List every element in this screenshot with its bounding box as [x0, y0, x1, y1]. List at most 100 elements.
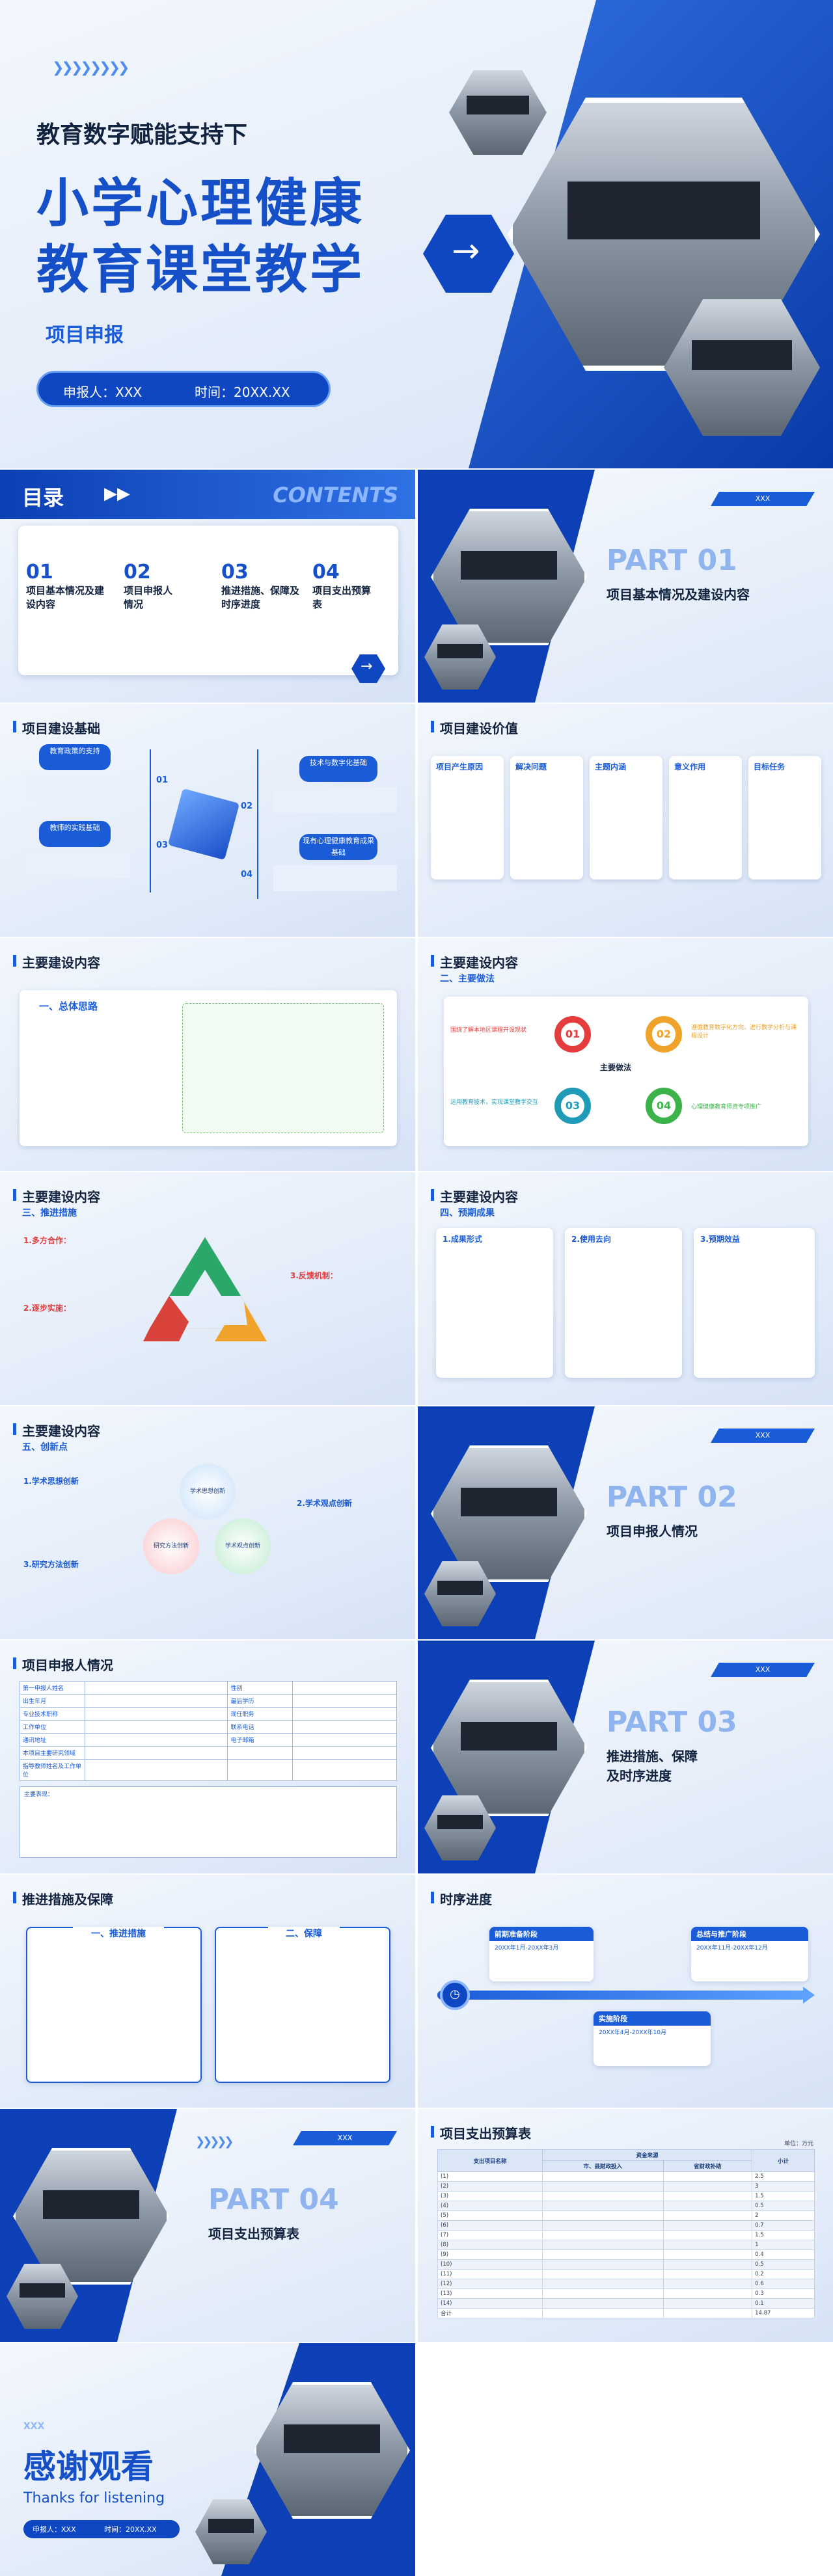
table-row: (5) 2: [437, 2210, 815, 2221]
table-cell: [84, 1759, 228, 1781]
cycle-arrow-orange: [215, 1302, 267, 1341]
table-cell: 工作单位: [20, 1720, 85, 1734]
phase-card: 前期准备阶段 20XX年1月-20XX年3月: [489, 1927, 594, 1981]
cover-photo-students: [664, 299, 820, 436]
table-cell: [662, 2191, 753, 2201]
value-card: 目标任务: [748, 756, 821, 879]
basis-pill: 现有心理健康教育成果基础: [299, 834, 377, 860]
measures-slide[interactable]: 推进措施及保障 一、推进措施 二、保障: [0, 1875, 415, 2108]
table-row: 本项目主要研究领域: [20, 1746, 397, 1760]
content5-slide[interactable]: 主要建设内容 五、创新点 1.学术思想创新 3.研究方法创新 2.学术观点创新 …: [0, 1406, 415, 1639]
table-cell: [662, 2269, 753, 2279]
part-num: 04: [299, 2183, 339, 2216]
value-col-title: 主题内涵: [595, 762, 627, 771]
content3-slide[interactable]: 主要建设内容 三、推进措施 1.多方合作： 2.逐步实施： 3.反馈机制：: [0, 1172, 415, 1405]
basis-num: 02: [241, 801, 253, 811]
basis-slide[interactable]: 项目建设基础 教育政策的支持 教师的实践基础 01 03 02 04 技术与数字…: [0, 704, 415, 937]
table-cell: 2: [752, 2210, 815, 2221]
table-cell: [542, 2230, 664, 2240]
basis-text: [26, 852, 130, 878]
ending-subtitle: Thanks for listening: [23, 2490, 165, 2506]
table-cell: (3): [437, 2191, 543, 2201]
cover-time: 时间：20XX.XX: [195, 384, 290, 400]
toc-item[interactable]: 04 项目支出预算表: [312, 561, 403, 611]
content4-slide[interactable]: 主要建设内容 四、预期成果 1.成果形式 2.使用去向 3.预期效益: [418, 1172, 833, 1405]
table-cell: [542, 2279, 664, 2289]
result-card: 3.预期效益: [694, 1228, 815, 1378]
table-cell: [542, 2220, 664, 2231]
timeline-line: [257, 749, 258, 899]
part-num: 03: [697, 1706, 737, 1739]
arrow-right-icon: →: [452, 232, 480, 271]
table-cell: 性别: [227, 1681, 294, 1695]
point-title: 3.研究方法创新: [23, 1560, 79, 1569]
phase-name: 实施阶段: [594, 2011, 711, 2026]
content1-slide[interactable]: 主要建设内容 一、总体思路: [0, 938, 415, 1171]
cover-slide[interactable]: ❯❯❯❯❯❯❯❯ 教育数字赋能支持下 小学心理健康 教育课堂教学 项目申报 申报…: [0, 0, 833, 468]
table-row: 第一申报人姓名性别: [20, 1681, 397, 1695]
table-cell: [84, 1707, 228, 1721]
timeline-slide[interactable]: 时序进度 ◷ 前期准备阶段 20XX年1月-20XX年3月 总结与推广阶段 20…: [418, 1875, 833, 2108]
toc-item[interactable]: 03 推进措施、保障及时序进度: [221, 561, 312, 611]
toc-slide[interactable]: 目录 ▶▶ CONTENTS 01 项目基本情况及建设内容 02 项目申报人情况…: [0, 470, 415, 703]
table-cell: [662, 2298, 753, 2309]
toc-item[interactable]: 02 项目申报人情况: [124, 561, 215, 611]
content2-slide[interactable]: 主要建设内容 二、主要做法 主要做法 01 02 03 04 围绕了解本地区课程…: [418, 938, 833, 1171]
table-cell: [84, 1746, 228, 1760]
toc-next-button[interactable]: →: [351, 654, 385, 683]
part-word: PART: [607, 1481, 688, 1514]
slide-title: 主要建设内容: [431, 952, 518, 971]
table-row: (7)1.5: [437, 2230, 815, 2240]
node-text: 运用教育技术，实现课堂教学交互: [450, 1099, 539, 1106]
table-cell: [84, 1681, 228, 1695]
table-cell: (14): [437, 2298, 543, 2309]
ending-slide[interactable]: XXX 感谢观看 Thanks for listening 申报人：XXX 时间…: [0, 2343, 415, 2576]
innovation-circle: 学术观点创新: [215, 1518, 271, 1574]
table-cell: 合计: [437, 2308, 543, 2318]
toc-item[interactable]: 01 项目基本情况及建设内容: [26, 561, 117, 611]
table-cell: [542, 2191, 664, 2201]
ending-photo: [254, 2382, 410, 2519]
basis-text: [273, 865, 397, 891]
part04-slide[interactable]: ❯❯❯❯❯ XXX PART 04 项目支出预算表: [0, 2109, 415, 2342]
center-label: 主要做法: [600, 1063, 632, 1072]
part01-slide[interactable]: XXX PART 01 项目基本情况及建设内容: [418, 470, 833, 703]
table-cell: (5): [437, 2210, 543, 2221]
table-cell: 1.5: [752, 2191, 815, 2201]
value-card: 项目产生原因: [431, 756, 504, 879]
budget-slide[interactable]: 项目支出预算表 单位：万元 支出项目名称 资金来源 小计 市、县财政投入 省财政…: [418, 2109, 833, 2342]
value-slide[interactable]: 项目建设价值 项目产生原因 解决问题 主题内涵 意义作用 目标任务: [418, 704, 833, 937]
part-photo: [13, 2148, 169, 2285]
section-subtitle: 一、总体思路: [39, 1000, 98, 1012]
budget-header: 省财政补助: [662, 2160, 753, 2172]
ending-title: 感谢观看: [23, 2448, 154, 2486]
part03-slide[interactable]: XXX PART 03 推进措施、保障 及时序进度: [418, 1641, 833, 1873]
table-cell: [84, 1733, 228, 1747]
basis-num: 03: [156, 840, 169, 850]
part02-slide[interactable]: XXX PART 02 项目申报人情况: [418, 1406, 833, 1639]
part-photo-small: [424, 1561, 496, 1626]
table-row: (8)1: [437, 2240, 815, 2250]
phase-date: 20XX年4月-20XX年10月: [599, 2030, 666, 2036]
arrow-hex[interactable]: →: [423, 215, 514, 293]
table-cell: (10): [437, 2259, 543, 2270]
part-title: 项目申报人情况: [607, 1523, 698, 1539]
node-circle: 01: [554, 1016, 591, 1053]
table-row: 工作单位联系电话: [20, 1720, 397, 1734]
table-cell: [292, 1694, 397, 1708]
table-cell: [84, 1720, 228, 1734]
slide-title: 时序进度: [431, 1889, 492, 1908]
table-cell: 专业技术职称: [20, 1707, 85, 1721]
table-cell: (8): [437, 2240, 543, 2250]
table-row: (11)0.2: [437, 2269, 815, 2279]
table-row: 指导教师姓名及工作单位: [20, 1759, 397, 1781]
cycle-arrow-red: [143, 1296, 189, 1341]
table-cell: 0.6: [752, 2279, 815, 2289]
basis-num: 01: [156, 775, 169, 785]
table-cell: [292, 1733, 397, 1747]
applicant-slide[interactable]: 项目申报人情况 第一申报人姓名性别出生年月最后学历专业技术职称现任职务工作单位联…: [0, 1641, 415, 1873]
ending-presenter: 申报人：XXX: [33, 2525, 76, 2534]
budget-table: 支出项目名称 资金来源 小计 市、县财政投入 省财政补助 (1)2.5(2)3(…: [437, 2149, 815, 2318]
toc-contents: CONTENTS: [273, 483, 398, 507]
table-cell: [662, 2249, 753, 2260]
